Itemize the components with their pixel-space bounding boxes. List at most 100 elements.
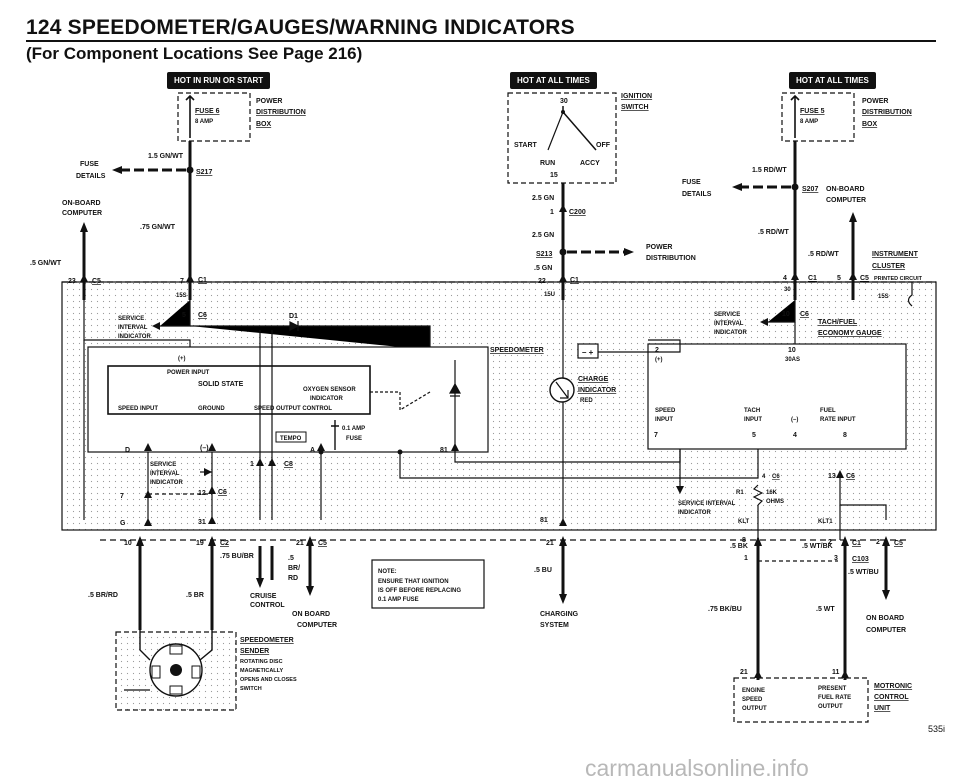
label-n8: 8 (742, 537, 746, 544)
page-title: 124 SPEEDOMETER/GAUGES/WARNING INDICATOR… (26, 16, 575, 39)
label-c200: C200 (569, 209, 586, 216)
svg-text:– +: – + (582, 348, 594, 357)
label-s217: S217 (196, 169, 212, 176)
label-computer4: COMPUTER (866, 627, 906, 634)
label-c6: C6 (800, 311, 809, 318)
label-speed2: SPEED (742, 697, 763, 703)
label-computer3: COMPUTER (297, 622, 337, 629)
label-note4: 0.1 AMP FUSE (378, 597, 419, 603)
label-pin-10: 10 (788, 347, 796, 354)
label-klt1: KLT1 (818, 519, 833, 525)
label-n15s: 15S (176, 293, 187, 299)
label-cruise: CRUISE (250, 593, 277, 600)
label-note2: ENSURE THAT IGNITION (378, 579, 449, 585)
label-pin-30as: 30AS (785, 357, 800, 363)
label-onboard3: ON BOARD (292, 611, 330, 618)
label-power: POWER (862, 98, 888, 105)
label-n30: 30 (784, 287, 791, 293)
label-computer2: COMPUTER (826, 197, 866, 204)
label-c8: C8 (284, 461, 293, 468)
label-fuse5: FUSE 5 (800, 108, 825, 115)
tach-fuel-gauge-block (647, 343, 907, 450)
label-t15: 15 (550, 172, 558, 179)
label-amp8: 8 AMP (800, 119, 818, 125)
label-fuel-rate: FUEL RATE (818, 695, 851, 701)
label-n11: 11 (832, 669, 840, 676)
ignition-switch: 30 START OFF RUN ACCY 15 IGNITION SWITCH (507, 92, 652, 184)
page-subtitle: (For Component Locations See Page 216) (26, 44, 363, 63)
label-n15u: 15U (544, 292, 555, 298)
label-pin7: 7 (654, 432, 658, 439)
label-details: DETAILS (682, 191, 712, 198)
fuse-5-box: FUSE 5 8 AMP POWER DISTRIBUTION BOX (781, 92, 912, 142)
label-c1: C1 (808, 275, 817, 282)
label-control: CONTROL (250, 602, 285, 609)
label-n3: 3 (834, 555, 838, 562)
label-w-5-wtbk: .5 WT/BK (802, 543, 833, 550)
label-n10: 10 (124, 540, 132, 547)
label-service: SERVICE (118, 316, 144, 322)
label-pin-2: 2 (655, 347, 659, 354)
label-p7: 7 (180, 278, 184, 285)
label-power-dist-b: DISTRIBUTION (646, 255, 696, 262)
label-interval: INTERVAL (714, 321, 744, 327)
label-p23: 23 (68, 278, 76, 285)
label-n5c6: 5 (182, 312, 186, 319)
label-speedometer: SPEEDOMETER (490, 347, 544, 354)
label-c1: C1 (570, 277, 579, 284)
label-power: POWER (256, 98, 282, 105)
label-w-5-rdwt: .5 RD/WT (758, 229, 789, 236)
label-onboard2: ON-BOARD (826, 186, 865, 193)
label-w-5-gn: .5 GN (534, 265, 552, 272)
label-onboard4: ON BOARD (866, 615, 904, 622)
label-indicator: INDICATOR (118, 334, 151, 340)
label-w-5-wt: .5 WT (816, 606, 835, 613)
label-tempo: TEMPO (280, 436, 302, 442)
label-control2: CONTROL (874, 694, 909, 701)
label-distribution: DISTRIBUTION (256, 109, 306, 116)
label-fuse6: FUSE 6 (195, 108, 220, 115)
label-rot4: SWITCH (240, 686, 262, 692)
label-output: OUTPUT (742, 706, 767, 712)
label-pin5: 5 (752, 432, 756, 439)
label-accy: ACCY (580, 160, 600, 167)
label-fuse-small: FUSE (346, 436, 362, 442)
label-rate-input: RATE INPUT (820, 417, 856, 423)
label-n21c: 21 (740, 669, 748, 676)
label-c5: C5 (92, 278, 101, 285)
solid-state-module (107, 365, 371, 415)
label-r1: R1 (736, 490, 744, 496)
figure-number: 535i (928, 724, 946, 734)
label-s207: S207 (802, 186, 818, 193)
label-note1: NOTE: (378, 569, 397, 575)
label-input2: INPUT (744, 417, 762, 423)
label-klt: KLT (738, 519, 750, 525)
label-w-5: .5 (288, 555, 294, 562)
label-ohms: 16K (766, 490, 778, 496)
label-rot2: MAGNETICALLY (240, 668, 284, 674)
label-service-interval-ind: SERVICE INTERVAL (678, 501, 736, 507)
motronic-control-unit: 21 11 ENGINE SPEED OUTPUT PRESENT FUEL R… (733, 669, 869, 723)
label-box: BOX (256, 121, 272, 128)
label-w-75-bkbu: .75 BK/BU (708, 606, 742, 613)
label-w-rd: RD (288, 575, 298, 582)
label-pin-d: D (125, 447, 130, 454)
label-indicator: INDICATOR (714, 330, 747, 336)
label-note3: IS OFF BEFORE REPLACING (378, 588, 461, 594)
label-c6: C6 (218, 489, 227, 496)
label-n2c: 2 (876, 539, 880, 546)
label-amp8: 8 AMP (195, 119, 213, 125)
label-fuse: FUSE (682, 179, 701, 186)
label-si2-indicator: INDICATOR (150, 480, 183, 486)
label-run: RUN (540, 160, 555, 167)
label-speed: SPEED (655, 408, 676, 414)
label-c1: C1 (852, 540, 861, 547)
label-w-75-bubr: .75 BU/BR (220, 553, 254, 560)
label-power-input: POWER INPUT (167, 370, 210, 376)
label-n21b: 21 (546, 540, 554, 547)
label-w-5-br: .5 BR (186, 592, 204, 599)
hot-at-all-times-badge-right: HOT AT ALL TIMES (789, 72, 876, 89)
label-tachfuel: TACH/FUEL (818, 319, 858, 326)
label-c6: C6 (198, 312, 207, 319)
label-computer: COMPUTER (62, 210, 102, 217)
